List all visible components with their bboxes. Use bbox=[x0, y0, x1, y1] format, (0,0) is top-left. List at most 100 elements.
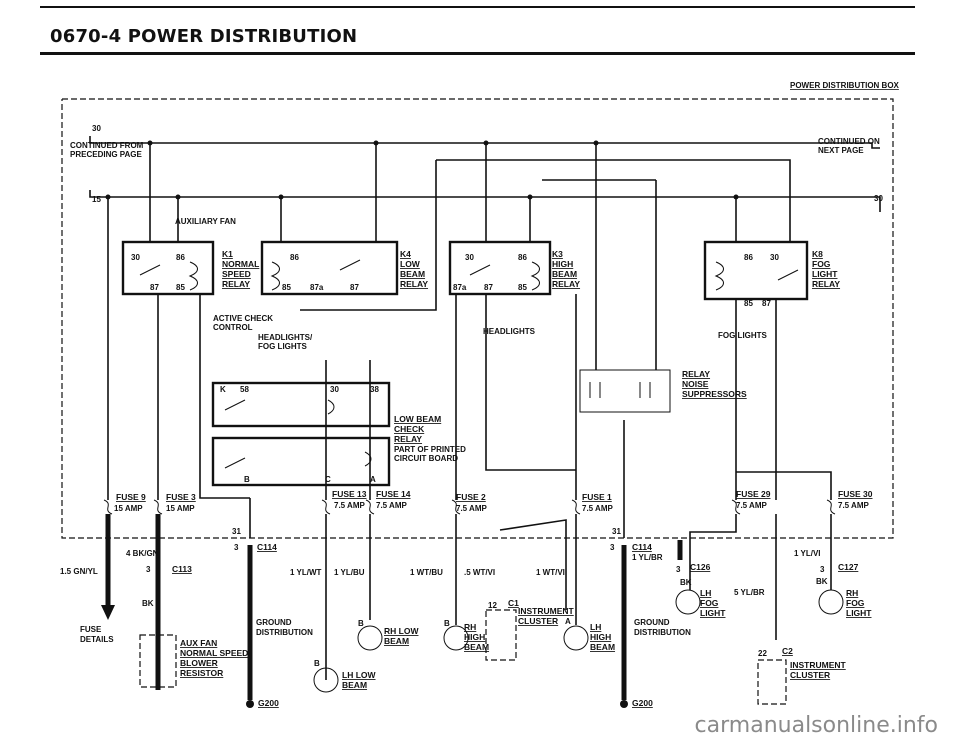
instrument-cluster: INSTRUMENT bbox=[518, 606, 575, 616]
c113: C113 bbox=[172, 564, 192, 574]
k1-relay-box bbox=[121, 240, 215, 296]
pin-3: 3 bbox=[676, 565, 681, 574]
fuse-2: FUSE 27.5 AMP bbox=[451, 492, 487, 515]
k4-relay-box bbox=[260, 240, 399, 296]
k1-pin-87: 87 bbox=[150, 283, 159, 292]
g200: G200 bbox=[632, 698, 653, 708]
wire-wtvi5: .5 WT/VI bbox=[464, 568, 495, 577]
pin-3: 3 bbox=[146, 565, 151, 574]
fuse-1: FUSE 17.5 AMP bbox=[571, 492, 613, 515]
pin-b: B bbox=[314, 659, 320, 668]
wire bbox=[736, 471, 832, 500]
rh-fog: RH bbox=[846, 588, 858, 598]
svg-text:15 AMP: 15 AMP bbox=[114, 504, 143, 513]
preceding-page: PRECEDING PAGE bbox=[70, 150, 143, 159]
ground-dist-2: DISTRIBUTION bbox=[256, 628, 313, 637]
lh-high: LH bbox=[590, 622, 601, 632]
k1-label-3: RELAY bbox=[222, 279, 250, 289]
rh-low-beam-lamp bbox=[357, 625, 383, 651]
fuse-details-2: DETAILS bbox=[80, 635, 114, 644]
pin-3: 3 bbox=[234, 543, 239, 552]
fuse-13: FUSE 137.5 AMP bbox=[321, 489, 367, 515]
c2: C2 bbox=[782, 646, 793, 656]
ground-point bbox=[620, 700, 628, 708]
lh-fog-lamp bbox=[675, 589, 701, 615]
k4-pin-85: 85 bbox=[282, 283, 291, 292]
fuse-29: FUSE 297.5 AMP bbox=[731, 489, 771, 515]
pin-12: 12 bbox=[488, 601, 497, 610]
k1-id: K1 bbox=[222, 249, 233, 259]
svg-text:7.5 AMP: 7.5 AMP bbox=[376, 501, 407, 510]
c1: C1 bbox=[508, 598, 519, 608]
k4-label-1: LOW bbox=[400, 259, 421, 269]
k3-id: K3 bbox=[552, 249, 563, 259]
c127: C127 bbox=[838, 562, 859, 572]
instrument-cluster-block-2 bbox=[757, 659, 787, 705]
k3-relay-box bbox=[448, 240, 552, 296]
aux-fan-label: AUXILIARY FAN bbox=[175, 217, 236, 226]
svg-text:FUSE 30: FUSE 30 bbox=[838, 489, 873, 499]
lbc-label-1: LOW BEAM bbox=[394, 414, 441, 424]
terminal-30-right: 30 bbox=[874, 194, 883, 203]
fuse-9: FUSE 915 AMP bbox=[103, 492, 146, 515]
g200: G200 bbox=[258, 698, 279, 708]
k1-label-2: SPEED bbox=[222, 269, 251, 279]
headlights-label: HEADLIGHTS bbox=[483, 327, 536, 336]
k8-pin-85: 85 bbox=[744, 299, 753, 308]
fog-lights-label: FOG LIGHTS bbox=[718, 331, 768, 340]
wire-ylvi: 1 YL/VI bbox=[794, 549, 821, 558]
wire bbox=[199, 294, 250, 499]
pin-22: 22 bbox=[758, 649, 767, 658]
distribution-box-outline bbox=[61, 98, 894, 539]
rh-high: RH bbox=[464, 622, 476, 632]
rh-fog-3: LIGHT bbox=[846, 608, 872, 618]
svg-text:7.5 AMP: 7.5 AMP bbox=[838, 501, 869, 510]
lh-fog-3: LIGHT bbox=[700, 608, 726, 618]
wire bbox=[499, 519, 567, 610]
pin-31: 31 bbox=[612, 527, 621, 536]
wire-ylbr: 1 YL/BR bbox=[632, 553, 663, 562]
pin-b: B bbox=[444, 619, 450, 628]
rh-low-beam: RH LOW bbox=[384, 626, 419, 636]
rh-high-3: BEAM bbox=[464, 642, 489, 652]
k4-id: K4 bbox=[400, 249, 411, 259]
low-beam-check-box-upper bbox=[211, 381, 391, 428]
rh-fog-2: FOG bbox=[846, 598, 865, 608]
k3-pin-30: 30 bbox=[465, 253, 474, 262]
k4-pin-87a: 87a bbox=[310, 283, 324, 292]
lbc-pin-58: 58 bbox=[240, 385, 249, 394]
svg-text:7.5 AMP: 7.5 AMP bbox=[334, 501, 365, 510]
k8-label-3: RELAY bbox=[812, 279, 840, 289]
aux-fan-l1: AUX FAN bbox=[180, 638, 217, 648]
wire-ylwt: 1 YL/WT bbox=[290, 568, 322, 577]
k1-pin-30: 30 bbox=[131, 253, 140, 262]
k4-label-3: RELAY bbox=[400, 279, 428, 289]
k8-label-2: LIGHT bbox=[812, 269, 838, 279]
pin-3: 3 bbox=[610, 543, 615, 552]
k3-label-1: HIGH bbox=[552, 259, 573, 269]
k3-label-3: RELAY bbox=[552, 279, 580, 289]
wire-wtbu: 1 WT/BU bbox=[410, 568, 443, 577]
k8-relay-box bbox=[703, 240, 809, 301]
suppressor-group bbox=[579, 369, 671, 413]
k8-pin-30: 30 bbox=[770, 253, 779, 262]
fuse-30: FUSE 30 7.5 AMP bbox=[826, 489, 873, 515]
hl-fog-label-2: FOG LIGHTS bbox=[258, 342, 308, 351]
lbc-pin-k: K bbox=[220, 385, 226, 394]
next-page: NEXT PAGE bbox=[818, 146, 864, 155]
svg-text:15 AMP: 15 AMP bbox=[166, 504, 195, 513]
lbc-label-2: CHECK bbox=[394, 424, 425, 434]
pin-b: B bbox=[358, 619, 364, 628]
watermark: carmanualsonline.info bbox=[694, 713, 938, 738]
low-beam-check-box-lower bbox=[211, 436, 391, 487]
k8-label-1: FOG bbox=[812, 259, 831, 269]
c114: C114 bbox=[632, 542, 652, 552]
hl-fog-label: HEADLIGHTS/ bbox=[258, 333, 313, 342]
ground-point bbox=[246, 700, 254, 708]
aux-fan-component bbox=[139, 634, 177, 688]
k4-pin-87: 87 bbox=[350, 283, 359, 292]
ground-dist-2: DISTRIBUTION bbox=[634, 628, 691, 637]
terminal-30-left: 30 bbox=[92, 124, 101, 133]
k4-pin-86: 86 bbox=[290, 253, 299, 262]
